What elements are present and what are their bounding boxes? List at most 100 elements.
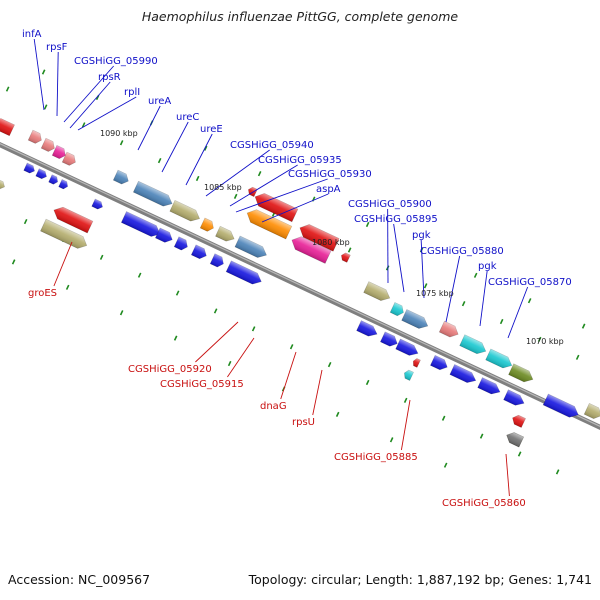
callout-line-fwd-9 (229, 164, 298, 207)
gene-feature-27[interactable] (297, 221, 340, 252)
gene-label-fwd-13[interactable]: CGSHiGG_05895 (354, 214, 438, 225)
gene-feature-37[interactable] (438, 320, 460, 340)
callout-line-rev-4 (312, 369, 323, 416)
gene-feature-33[interactable] (401, 309, 431, 331)
gene-feature-15[interactable] (169, 200, 202, 224)
gene-label-fwd-2[interactable]: CGSHiGG_05990 (74, 56, 158, 67)
gene-feature-29[interactable] (244, 207, 293, 240)
gene-feature-9[interactable] (58, 179, 70, 190)
callout-line-fwd-14 (420, 239, 425, 299)
gene-feature-48[interactable] (412, 358, 421, 368)
gene-feature-sheen (401, 309, 428, 329)
gene-label-rev-2[interactable]: CGSHiGG_05915 (160, 379, 244, 390)
scale-label-4: 1070 kbp (526, 337, 564, 346)
gene-feature-46[interactable] (583, 402, 600, 421)
gene-label-fwd-0[interactable]: infA (22, 29, 42, 40)
gene-feature-34[interactable] (356, 320, 380, 339)
gene-feature-sheen (215, 226, 235, 242)
gene-feature-51[interactable] (504, 430, 524, 448)
gene-feature-10[interactable] (91, 198, 104, 210)
tick-mark-10 (347, 247, 352, 253)
callout-line-rev-1 (195, 321, 239, 363)
gene-label-fwd-15[interactable]: CGSHiGG_05880 (420, 246, 504, 257)
gene-label-rev-6[interactable]: CGSHiGG_05860 (442, 498, 526, 509)
gene-feature-22[interactable] (190, 244, 208, 261)
gene-feature-43[interactable] (477, 377, 503, 397)
gene-feature-1[interactable] (0, 178, 6, 190)
gene-label-fwd-16[interactable]: pgk (478, 261, 497, 272)
gene-feature-32[interactable] (389, 302, 406, 317)
gene-feature-30[interactable] (289, 234, 332, 264)
gene-feature-11[interactable] (51, 204, 94, 234)
gene-feature-2[interactable] (27, 129, 44, 145)
gene-label-fwd-3[interactable]: rpsR (98, 72, 121, 83)
gene-feature-8[interactable] (48, 174, 60, 186)
gene-feature-49[interactable] (510, 413, 526, 428)
gene-label-fwd-4[interactable]: rplI (124, 87, 140, 98)
gene-feature-sheen (0, 178, 5, 189)
gene-feature-4[interactable] (51, 145, 68, 160)
tick-mark-36 (95, 94, 100, 101)
gene-label-fwd-14[interactable]: pgk (412, 230, 431, 241)
gene-feature-36[interactable] (395, 338, 421, 358)
gene-feature-sheen (485, 349, 512, 368)
gene-feature-0[interactable] (0, 116, 15, 137)
gene-feature-6[interactable] (23, 162, 36, 174)
callout-line-fwd-6 (161, 121, 189, 173)
gene-feature-17[interactable] (215, 225, 237, 244)
gene-feature-5[interactable] (61, 151, 78, 167)
gene-feature-19[interactable] (120, 211, 162, 240)
gene-label-rev-4[interactable]: rpsU (292, 417, 315, 428)
gene-feature-39[interactable] (485, 348, 515, 371)
gene-label-rev-1[interactable]: CGSHiGG_05920 (128, 364, 212, 375)
gene-label-fwd-12[interactable]: CGSHiGG_05900 (348, 199, 432, 210)
gene-feature-sheen (430, 355, 448, 370)
tick-marks (5, 69, 586, 475)
gene-feature-26[interactable] (252, 190, 299, 223)
gene-feature-31[interactable] (363, 281, 393, 304)
gene-feature-16[interactable] (199, 217, 216, 233)
gene-feature-21[interactable] (173, 236, 190, 252)
gene-feature-23[interactable] (209, 253, 226, 269)
gene-feature-45[interactable] (542, 393, 581, 420)
gene-label-fwd-9[interactable]: CGSHiGG_05935 (258, 155, 342, 166)
gene-feature-24[interactable] (225, 260, 264, 287)
gene-feature-35[interactable] (380, 331, 399, 349)
gene-feature-7[interactable] (35, 168, 48, 180)
gene-feature-sheen (299, 224, 340, 252)
gene-feature-28[interactable] (340, 252, 351, 263)
gene-label-fwd-7[interactable]: ureE (200, 124, 223, 135)
gene-feature-12[interactable] (40, 218, 90, 251)
gene-label-rev-5[interactable]: CGSHiGG_05885 (334, 452, 418, 463)
gene-feature-20[interactable] (155, 227, 174, 245)
gene-feature-sheen (449, 364, 476, 383)
gene-label-fwd-1[interactable]: rpsF (46, 42, 68, 53)
gene-label-fwd-5[interactable]: ureA (148, 96, 171, 107)
tick-mark-52 (335, 411, 340, 417)
gene-feature-47[interactable] (402, 369, 414, 381)
gene-feature-18[interactable] (234, 235, 269, 260)
gene-feature-3[interactable] (40, 137, 57, 153)
gene-feature-44[interactable] (503, 389, 527, 408)
gene-feature-38[interactable] (459, 334, 489, 357)
gene-label-fwd-10[interactable]: CGSHiGG_05930 (288, 169, 372, 180)
callout-line-rev-0 (53, 241, 73, 287)
gene-feature-13[interactable] (112, 169, 130, 186)
tick-mark-28 (365, 379, 370, 386)
tick-mark-24 (213, 308, 218, 314)
gene-label-rev-3[interactable]: dnaG (260, 401, 287, 412)
gene-feature-sheen (41, 138, 55, 152)
tick-mark-33 (555, 469, 560, 475)
gene-feature-sheen (35, 168, 47, 179)
gene-label-fwd-8[interactable]: CGSHiGG_05940 (230, 140, 314, 151)
gene-feature-14[interactable] (132, 180, 174, 209)
gene-label-rev-0[interactable]: groES (28, 288, 57, 299)
tick-mark-5 (157, 157, 162, 164)
gene-feature-40[interactable] (508, 363, 536, 385)
gene-label-fwd-17[interactable]: CGSHiGG_05870 (488, 277, 572, 288)
gene-feature-42[interactable] (449, 364, 478, 386)
tick-mark-27 (327, 361, 332, 368)
gene-label-fwd-6[interactable]: ureC (176, 112, 199, 123)
gene-label-fwd-11[interactable]: aspA (316, 184, 341, 195)
gene-feature-41[interactable] (430, 354, 449, 372)
